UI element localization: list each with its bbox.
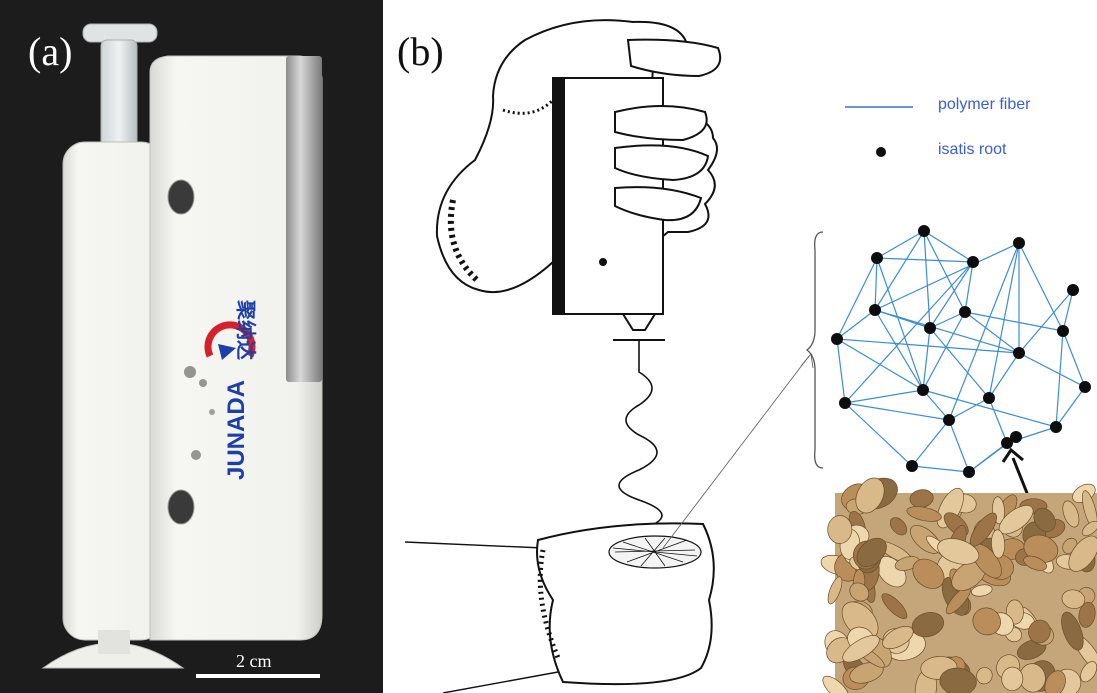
panel-label-b: (b): [397, 32, 444, 72]
fiber-strand: [912, 466, 969, 472]
fiber-strand: [930, 328, 989, 398]
legend-label-root: isatis root: [938, 141, 1006, 159]
fiber-network: [831, 225, 1091, 478]
fiber-strand: [877, 231, 924, 258]
fiber-strand: [875, 243, 1019, 310]
fiber-strand: [845, 390, 923, 403]
isatis-root-particle: [839, 397, 851, 409]
fiber-strand: [912, 420, 949, 466]
fiber-strand: [949, 243, 1019, 420]
fiber-strand: [1063, 331, 1085, 387]
isatis-root-particle: [943, 414, 955, 426]
syringe-barrel: [63, 142, 163, 640]
isatis-root-particle: [983, 392, 995, 404]
isatis-root-particle: [831, 333, 843, 345]
isatis-root-particle: [959, 306, 971, 318]
screw-hole-bottom: [168, 490, 194, 524]
magnification-brace: [807, 232, 823, 468]
fiber-strand: [949, 420, 969, 472]
isatis-root-particle: [917, 384, 929, 396]
scale-bar-label: 2 cm: [236, 651, 272, 672]
isatis-root-particle: [918, 225, 930, 237]
brand-text: JUNADA: [223, 380, 250, 480]
spinning-nozzle: [623, 314, 655, 330]
panel-label-a: (a): [28, 32, 72, 72]
plunger-tube: [101, 40, 137, 148]
legend-label-fiber: polymer fiber: [938, 96, 1030, 114]
fiber-strand: [1019, 243, 1063, 331]
brand-chinese-text: 聚纳达: [234, 299, 258, 360]
hand-holding-device: [437, 20, 720, 340]
schematic-panel: (b) polymer fiber isatis root: [383, 0, 1097, 693]
isatis-root-particle: [1013, 237, 1025, 249]
fiber-strand: [989, 398, 1007, 443]
legend-node-symbol: [876, 147, 886, 157]
isatis-root-particle: [1050, 421, 1062, 433]
fiber-strand: [875, 258, 877, 310]
arrow-to-roots: [1013, 458, 1029, 498]
isatis-root-particle: [1057, 325, 1069, 337]
fiber-strand: [837, 258, 877, 339]
isatis-root-photo: [819, 472, 1097, 693]
isatis-root-particle: [1067, 284, 1079, 296]
isatis-root-particle: [967, 256, 979, 268]
screw-hole-top: [168, 180, 194, 214]
fiber-jet-spiral: [617, 340, 662, 546]
fiber-strand: [837, 310, 875, 339]
fiber-strand: [965, 312, 1063, 331]
isatis-root-particle: [871, 252, 883, 264]
isatis-root-particle: [1013, 347, 1025, 359]
fiber-strand: [965, 312, 1019, 353]
isatis-root-particle: [869, 304, 881, 316]
fiber-strand: [837, 339, 845, 403]
device-illustration: 聚纳达 JUNADA: [0, 0, 383, 693]
isatis-root-particle: [906, 460, 918, 472]
fiber-strand: [1056, 331, 1063, 427]
plunger-cap: [83, 24, 157, 42]
isatis-root-particle: [1010, 431, 1022, 443]
receiving-hand: [405, 354, 813, 693]
device-photo-panel: 聚纳达 JUNADA (a) 2 cm: [0, 0, 383, 693]
fiber-strand: [923, 328, 930, 390]
fiber-strand: [949, 398, 989, 420]
fiber-strand: [877, 258, 973, 262]
fiber-strand: [1019, 353, 1085, 387]
isatis-root-particle: [924, 322, 936, 334]
isatis-root-particle: [1079, 381, 1091, 393]
fiber-strand: [1056, 387, 1085, 427]
isatis-root-particle: [963, 466, 975, 478]
metal-clip: [286, 56, 322, 382]
